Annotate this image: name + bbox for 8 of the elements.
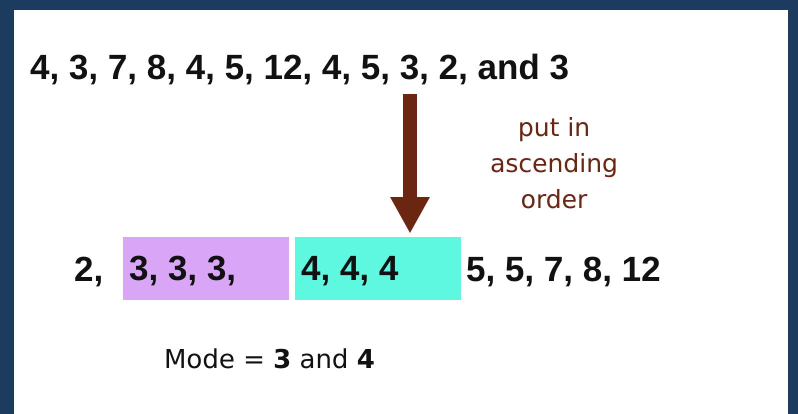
arrow <box>390 94 430 233</box>
number-list: 4, 3, 7, 8, 4, 5, 12, 4, 5, 3, 2, and 3 <box>30 48 569 88</box>
edge-label: put in ascending order <box>489 112 619 216</box>
highlight-box: 4, 4, 4 <box>295 237 461 300</box>
highlight-box: 3, 3, 3, <box>123 237 289 300</box>
number-list: 5, 5, 7, 8, 12 <box>466 250 661 290</box>
number-list: 2, <box>74 250 104 290</box>
result-note: Mode = 3 and 4 <box>164 344 375 377</box>
